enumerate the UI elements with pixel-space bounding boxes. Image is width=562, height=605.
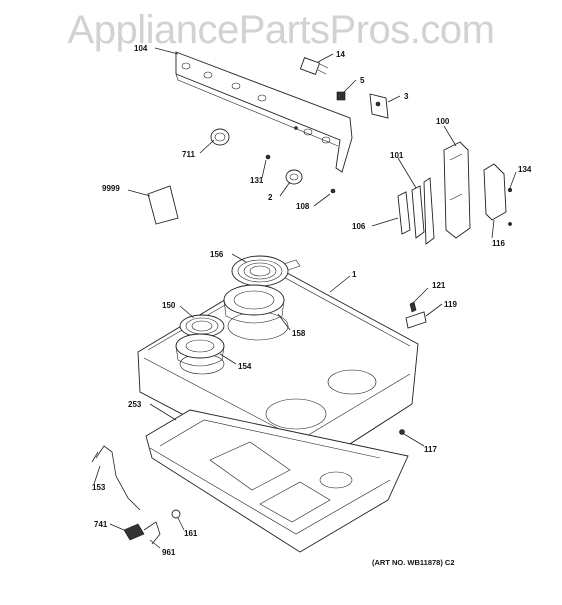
bracket-101 [411, 177, 435, 245]
callout-2: 2 [268, 193, 273, 202]
backsplash-panel [175, 51, 353, 173]
terminal-lead-741 [123, 521, 161, 545]
wire-harness [91, 445, 141, 511]
callout-134: 134 [518, 165, 532, 174]
callout-104: 104 [134, 44, 148, 53]
hinge-119 [405, 311, 427, 329]
end-cap-116 [483, 163, 507, 221]
callout-100: 100 [436, 117, 450, 126]
art-number: (ART NO. WB11878) C2 [372, 558, 455, 567]
burner-box [145, 409, 409, 553]
screw-121 [409, 301, 417, 313]
nut-161 [171, 509, 181, 519]
callout-121: 121 [432, 281, 446, 290]
callout-9999: 9999 [102, 184, 120, 193]
callout-711: 711 [182, 150, 195, 159]
screw-108 [330, 188, 336, 194]
callout-150: 150 [162, 301, 176, 310]
infinite-switch [299, 57, 329, 75]
callout-108: 108 [296, 202, 310, 211]
callout-119: 119 [444, 300, 457, 309]
callout-961: 961 [162, 548, 176, 557]
screw-116b [508, 222, 512, 226]
callout-156: 156 [210, 250, 224, 259]
clip-104 [294, 126, 298, 130]
control-knob-2 [285, 169, 303, 185]
callout-101: 101 [390, 151, 404, 160]
callout-14: 14 [336, 50, 345, 59]
callout-106: 106 [352, 222, 366, 231]
screw-134 [507, 187, 513, 193]
callout-253: 253 [128, 400, 142, 409]
callout-158: 158 [292, 329, 306, 338]
drip-pan-small [175, 333, 225, 367]
terminal-block [369, 93, 389, 119]
callout-1: 1 [352, 270, 357, 279]
callout-131: 131 [250, 176, 264, 185]
leader-lines [93, 47, 517, 549]
callout-5: 5 [360, 76, 365, 85]
callout-153: 153 [92, 483, 106, 492]
callout-3: 3 [404, 92, 409, 101]
callout-labels: 104 14 5 3 100 711 101 134 131 9999 2 10… [92, 44, 532, 557]
indicator-light [336, 91, 346, 101]
literature-pack [147, 185, 179, 225]
bumper-117 [399, 429, 405, 435]
callout-116: 116 [492, 239, 505, 248]
screw-131 [265, 154, 271, 160]
callout-161: 161 [184, 529, 198, 538]
callout-154: 154 [238, 362, 252, 371]
callout-741: 741 [94, 520, 108, 529]
end-cap-100 [443, 141, 471, 239]
bracket-106 [397, 191, 411, 235]
drip-pan-large [223, 284, 285, 324]
callout-117: 117 [424, 445, 437, 454]
control-knob-711 [210, 128, 230, 146]
